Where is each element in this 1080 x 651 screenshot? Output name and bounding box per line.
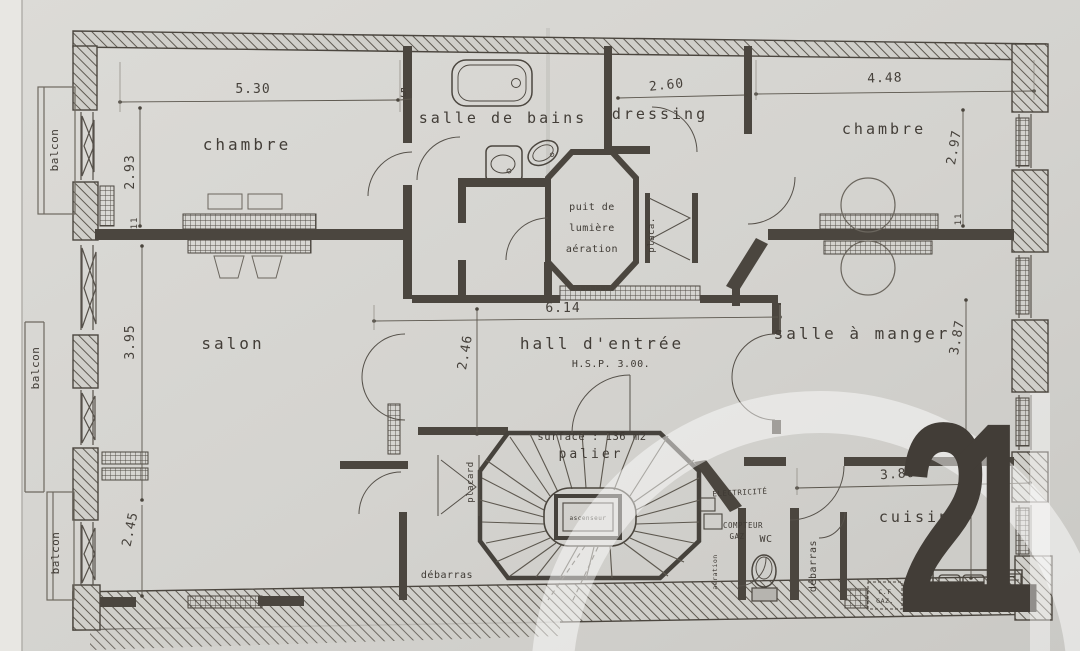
watermark: 21 — [532, 366, 1080, 651]
dining-table — [840, 177, 896, 233]
elevator-surround — [543, 487, 637, 547]
dim-2-97: 2.97 — [944, 129, 965, 166]
dim-2-60: 2.60 — [648, 76, 685, 95]
room-label-dressing: dressing — [612, 105, 708, 123]
dim-2-93: 2.93 — [123, 154, 138, 189]
fixtures — [207, 59, 1023, 610]
elevator-shaft — [554, 494, 622, 540]
door-swings — [358, 106, 846, 587]
bedroom-furniture — [207, 193, 243, 210]
gas-meter-label-2: GAZ — [729, 532, 744, 541]
electricity-label: ÉLECTRICITÉ — [712, 487, 768, 499]
balcony-label-bottom: balcon — [49, 532, 62, 575]
closet-label-dressing: placa. — [647, 217, 657, 253]
dim-11-right: 11 — [954, 213, 964, 226]
watermark-ring — [532, 391, 1080, 651]
light-well-label-3: aération — [566, 243, 618, 255]
dim-3-87: 3.87 — [947, 319, 968, 356]
water-heater-box — [867, 581, 903, 610]
dim-5: 5 — [400, 86, 408, 100]
dimension-lines — [118, 60, 1036, 598]
extension-lines — [119, 60, 1035, 495]
gas-meter-icon — [703, 513, 723, 530]
radiators — [99, 117, 1030, 609]
labels: chambre salle de bains dressing chambre … — [29, 70, 971, 605]
chair — [213, 255, 245, 279]
second-basin — [527, 139, 559, 167]
stairwell — [477, 430, 702, 603]
kitchen-sink-right — [962, 574, 985, 602]
dim-3-95: 3.95 — [123, 324, 138, 359]
kitchen-counter — [932, 569, 1023, 610]
outer-walls — [72, 30, 1053, 650]
placard-accordion-door — [440, 459, 477, 515]
dim-3-80: 3.80 — [880, 466, 916, 483]
water-heater-label-2: GAZ. — [876, 597, 894, 605]
room-label-debarras-left: débarras — [421, 569, 473, 581]
toilet-tank — [751, 587, 778, 602]
dim-6-14: 6.14 — [545, 301, 580, 316]
closet-accordion-door — [647, 197, 692, 261]
balcony-label-top: balcon — [48, 129, 61, 172]
room-label-chambre-left: chambre — [203, 135, 291, 154]
closet-label-hall: placard — [466, 461, 476, 502]
room-label-hall: hall d'entrée — [520, 334, 684, 353]
dim-2-46: 2.46 — [455, 334, 476, 371]
stair-treads — [479, 432, 701, 603]
dim-4-48: 4.48 — [867, 70, 903, 86]
room-label-salon: salon — [201, 334, 264, 353]
light-well — [545, 149, 639, 291]
dim-5-30: 5.30 — [235, 82, 270, 97]
washbasin — [485, 145, 523, 183]
dim-11-left: 11 — [130, 217, 140, 230]
room-label-wc: WC — [759, 534, 772, 545]
toilet — [751, 554, 777, 588]
gas-meter-label-1: COMPTEUR — [723, 521, 763, 530]
room-label-salle-a-manger: salle à manger — [774, 324, 951, 343]
dim-2-40: 2.40 — [949, 494, 971, 532]
water-heater-label-1: C.F — [878, 588, 891, 596]
electric-meter-icon — [699, 497, 716, 512]
room-label-debarras-right: débarras — [807, 540, 819, 592]
elevator-label: ascenseur — [569, 515, 606, 522]
dim-2-45: 2.45 — [120, 510, 142, 548]
light-well-label-2: lumière — [569, 222, 615, 234]
window-benches — [100, 596, 304, 607]
room-label-palier: palier — [559, 447, 624, 462]
balcony-label-middle: balcon — [29, 347, 42, 390]
room-label-salle-de-bains: salle de bains — [419, 109, 587, 127]
ceiling-height-note: H.S.P. 3.00. — [572, 359, 650, 370]
kitchen-sink-left — [938, 574, 961, 602]
scan-edge — [0, 0, 22, 651]
kitchen-drainer — [987, 573, 1022, 603]
balconies — [24, 86, 76, 601]
room-label-cuisine: cuisine — [879, 508, 963, 526]
bathtub-drain-icon — [511, 78, 521, 88]
surface-note: surface : 136 m2 — [537, 431, 646, 443]
bathtub — [451, 59, 533, 107]
light-well-label-1: puit de — [569, 202, 615, 213]
room-label-chambre-right: chambre — [842, 120, 926, 138]
watermark-bar — [1030, 393, 1050, 651]
chair — [251, 255, 283, 279]
elevator-cab — [562, 502, 614, 532]
vent-label: aération — [711, 554, 719, 589]
